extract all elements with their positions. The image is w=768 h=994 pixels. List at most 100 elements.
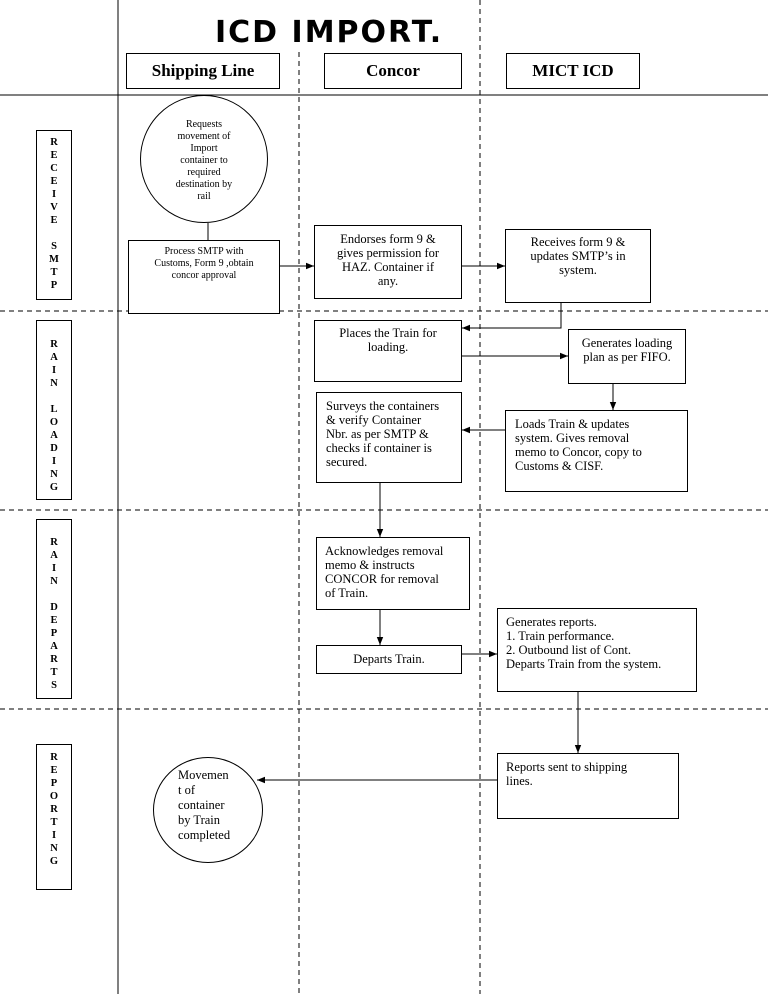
stage-letter: E xyxy=(50,176,58,187)
stage-letter: V xyxy=(50,202,58,213)
node-text-line: Process SMTP with xyxy=(164,246,244,257)
node-text-line: destination by xyxy=(175,179,233,190)
node-text-line: lines. xyxy=(506,774,533,788)
stage-letter: N xyxy=(50,576,58,587)
stage-letter: E xyxy=(50,765,58,776)
stage-letter: O xyxy=(49,417,59,428)
arrow-receives-places xyxy=(462,303,562,332)
stage-letter: R xyxy=(50,752,58,763)
stage-letter: C xyxy=(50,163,58,174)
node-text-line: movement of xyxy=(177,131,231,142)
stage-letter: N xyxy=(50,843,58,854)
stage-letter: R xyxy=(50,654,58,665)
page-title: ICD IMPORT. xyxy=(215,15,444,50)
node-text-line: Import xyxy=(190,143,218,154)
stage-letter: S xyxy=(51,680,57,691)
node-text-line: Receives form 9 & xyxy=(530,235,626,249)
stage-letter: I xyxy=(51,830,57,841)
node-text-line: Endorses form 9 & xyxy=(340,232,436,246)
node-text-line: Customs & CISF. xyxy=(515,459,604,473)
surveys-box: Surveys the containers& verify Container… xyxy=(316,392,462,483)
stage-letter: T xyxy=(50,817,58,828)
node-text-line: updates SMTP’s in xyxy=(530,249,626,263)
node-text-line: Departs Train. xyxy=(353,652,425,666)
node-text-line: Requests xyxy=(185,119,223,130)
stage-letter: A xyxy=(50,550,58,561)
lane-header-concor: Concor xyxy=(324,53,462,89)
node-text-line: any. xyxy=(377,274,399,288)
generates-reports-box: Generates reports.1. Train performance.2… xyxy=(497,608,697,692)
stage-letter: E xyxy=(50,615,58,626)
node-text-line: Nbr. as per SMTP & xyxy=(326,427,429,441)
stage-letter: P xyxy=(50,628,58,639)
stage-letter: P xyxy=(50,280,58,291)
stage-letter: T xyxy=(50,667,58,678)
stage-letter: I xyxy=(51,563,57,574)
stage-letter: N xyxy=(50,469,58,480)
node-text-line: Places the Train for xyxy=(339,326,437,340)
stage-letter: I xyxy=(51,456,57,467)
node-text-line: memo to Concor, copy to xyxy=(515,445,642,459)
lane-header-mict-icd: MICT ICD xyxy=(506,53,640,89)
stage-letter: A xyxy=(50,641,58,652)
stage-letter: R xyxy=(50,137,58,148)
stage-letter xyxy=(37,390,71,403)
node-text-line: Loads Train & updates xyxy=(515,417,630,431)
stage-letter: G xyxy=(49,856,59,867)
node-text-line: & verify Container xyxy=(326,413,422,427)
movement-completed-circle xyxy=(153,757,263,863)
stage-letter: R xyxy=(50,339,58,350)
stage-letter xyxy=(37,588,71,601)
node-text-line: checks if container is xyxy=(326,441,432,455)
node-text-line: required xyxy=(187,167,221,178)
node-text-line: t of xyxy=(178,783,196,797)
node-text-line: 1. Train performance. xyxy=(506,629,615,643)
node-text-line: concor approval xyxy=(171,270,237,281)
node-text-line: by Train xyxy=(178,813,221,827)
node-text-line: completed xyxy=(178,828,231,842)
stage-letter: L xyxy=(50,404,58,415)
node-text-line: system. Gives removal xyxy=(515,431,630,445)
stage-letter: O xyxy=(49,791,59,802)
node-text-line: secured. xyxy=(326,455,368,469)
stage-letter: D xyxy=(50,443,58,454)
stage-letter: N xyxy=(50,378,58,389)
node-text-line: container xyxy=(178,798,225,812)
stage-letter: T xyxy=(50,267,58,278)
node-text-line: loading. xyxy=(367,340,409,354)
request-movement-circle xyxy=(140,95,268,223)
node-text-line: Generates loading xyxy=(581,336,673,350)
stage-letter: S xyxy=(51,241,57,252)
node-text-line: Generates reports. xyxy=(506,615,597,629)
stage-letter: P xyxy=(50,778,58,789)
stage-letter: E xyxy=(50,215,58,226)
node-text-line: Surveys the containers xyxy=(326,399,440,413)
node-text-line: rail xyxy=(197,191,211,202)
node-text-line: container to xyxy=(180,155,228,166)
node-text-line: Departs Train from the system. xyxy=(506,657,662,671)
node-text-line: Movemen xyxy=(178,768,229,782)
node-text-line: 2. Outbound list of Cont. xyxy=(506,643,632,657)
stage-letter xyxy=(37,227,71,240)
stage-letter: M xyxy=(49,254,59,265)
node-text-line: of Train. xyxy=(325,586,369,600)
lane-header-shipping-line: Shipping Line xyxy=(126,53,280,89)
stage-letter: R xyxy=(50,804,58,815)
node-text-line: system. xyxy=(559,263,597,277)
stage-letter: A xyxy=(50,352,58,363)
node-text-line: Acknowledges removal xyxy=(325,544,444,558)
node-text-line: memo & instructs xyxy=(325,558,415,572)
